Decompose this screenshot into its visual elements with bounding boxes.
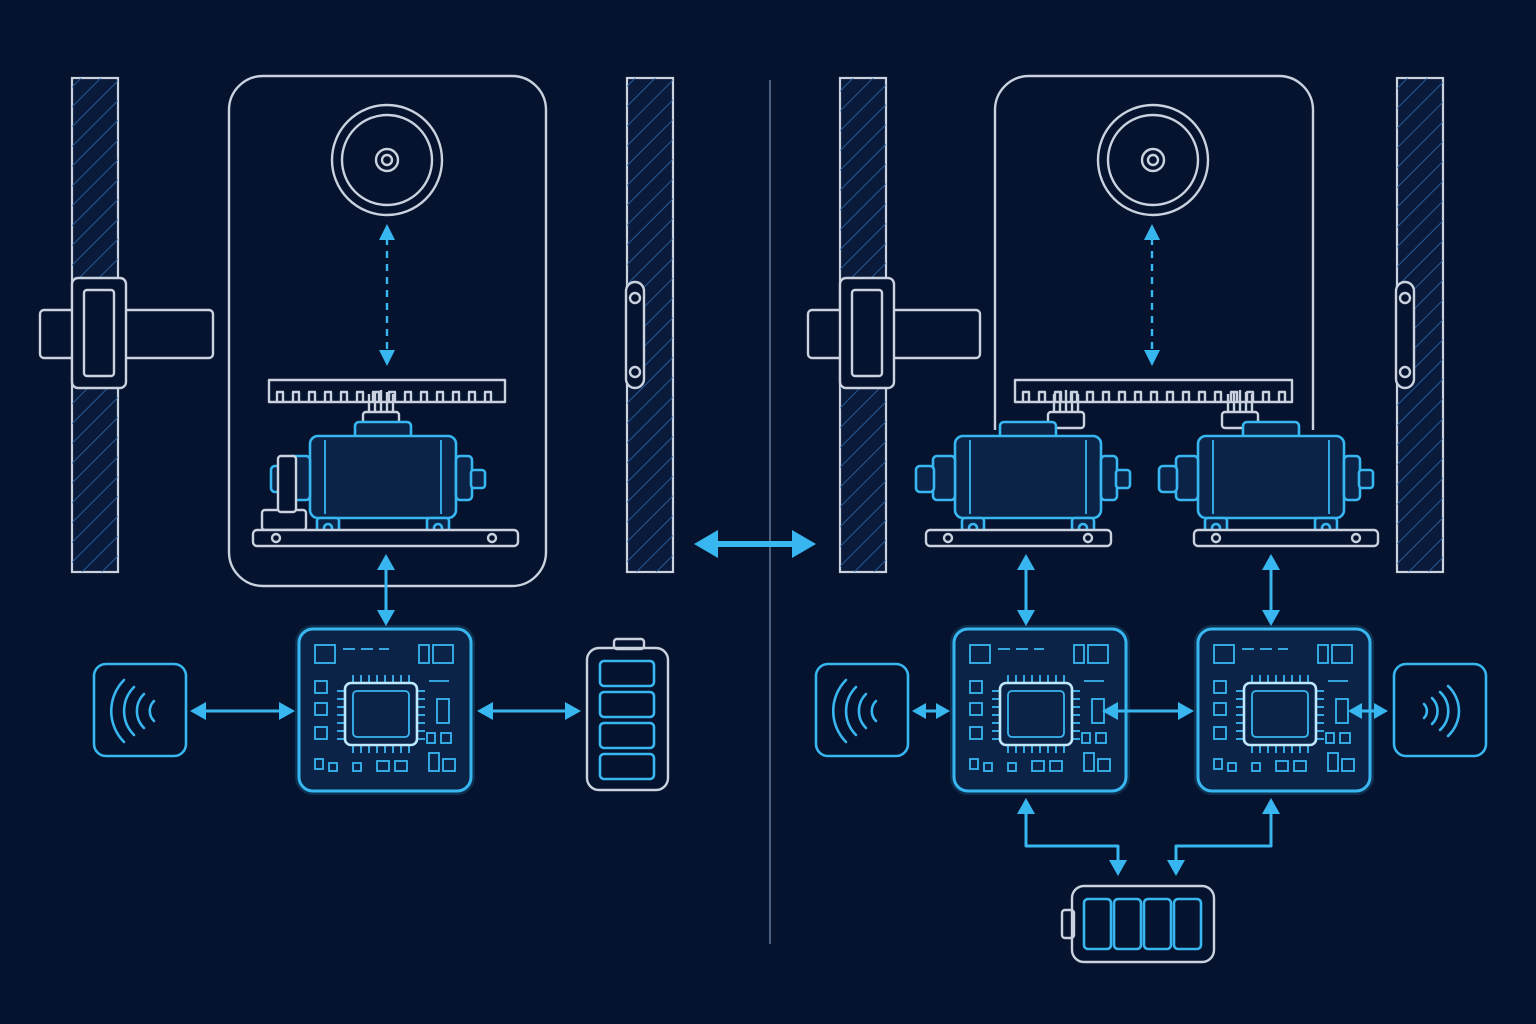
wireless-right-arrow [1348, 703, 1388, 719]
control-board-icon [954, 629, 1126, 791]
lens-sensor-icon [1096, 103, 1210, 217]
battery-icon [585, 637, 670, 792]
gear-rack-icon [1013, 378, 1294, 404]
motor-mount-plate [1192, 528, 1380, 548]
comparison-arrow [694, 530, 816, 558]
servo-motor-icon [914, 420, 1132, 534]
motor-board-arrow [1017, 554, 1035, 626]
lens-sensor-icon [330, 103, 444, 217]
wireless-board-arrow [190, 702, 295, 720]
wireless-module [92, 662, 188, 758]
board-battery-arrow [477, 702, 581, 720]
board-battery-arrow [1167, 798, 1280, 876]
wireless-icon [110, 678, 156, 744]
sensor-distance-arrow [1144, 224, 1160, 366]
wall-section-right [1394, 76, 1445, 574]
wall-section-right [624, 76, 675, 574]
door-panel [993, 74, 1315, 430]
wireless-left-arrow [912, 703, 950, 719]
gear-rack-icon [267, 378, 507, 404]
door-handle-icon [38, 276, 215, 390]
wireless-module-left [814, 662, 910, 758]
single-motor-configuration [38, 74, 675, 792]
servo-motor-icon [260, 420, 487, 534]
control-board-icon [1198, 629, 1370, 791]
sensor-distance-arrow [379, 224, 395, 366]
dual-motor-configuration [806, 74, 1488, 964]
board-battery-arrow [1017, 798, 1127, 876]
motor-mount-plate [251, 528, 520, 548]
door-handle-icon [806, 276, 982, 390]
wireless-module-right [1392, 662, 1488, 758]
motor-mount-plate [924, 528, 1113, 548]
battery-icon [1060, 884, 1216, 964]
motor-board-arrow [377, 554, 395, 626]
wireless-icon [1422, 684, 1461, 738]
board-board-arrow [1102, 702, 1194, 720]
servo-motor-icon [1157, 420, 1375, 534]
motor-board-arrow [1262, 554, 1280, 626]
wireless-icon [832, 678, 878, 744]
control-board-icon [299, 629, 471, 791]
